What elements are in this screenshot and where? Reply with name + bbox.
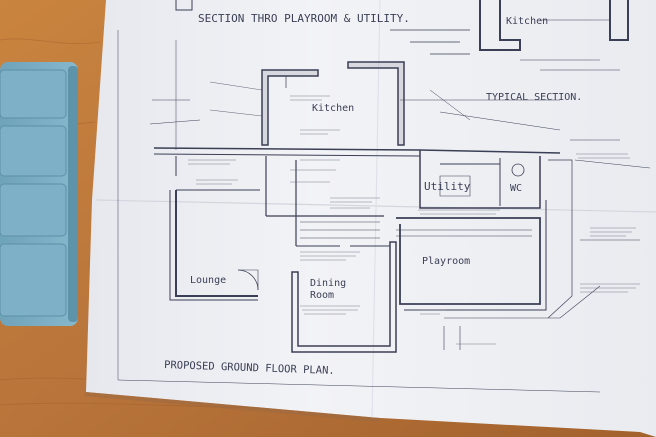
room-label-kitchen: Kitchen [312,103,354,114]
room-label-playroom: Playroom [422,256,470,267]
room-label-wc: WC [510,183,522,194]
annotation-notes [188,95,640,345]
room-label-kitchen-top: Kitchen [506,16,548,27]
tablet-case [0,62,78,326]
typical-section-label: TYPICAL SECTION. [486,92,582,103]
plan-title: PROPOSED GROUND FLOOR PLAN. [164,359,335,377]
room-label-dining: Dining [310,278,346,289]
room-label-lounge: Lounge [190,275,226,286]
room-label-utility: Utility [424,180,471,193]
floor-plan-drawing [117,0,651,393]
section-title: SECTION THRO PLAYROOM & UTILITY. [198,12,410,25]
floor-plan-paper [84,0,656,437]
room-label-room: Room [310,290,334,301]
